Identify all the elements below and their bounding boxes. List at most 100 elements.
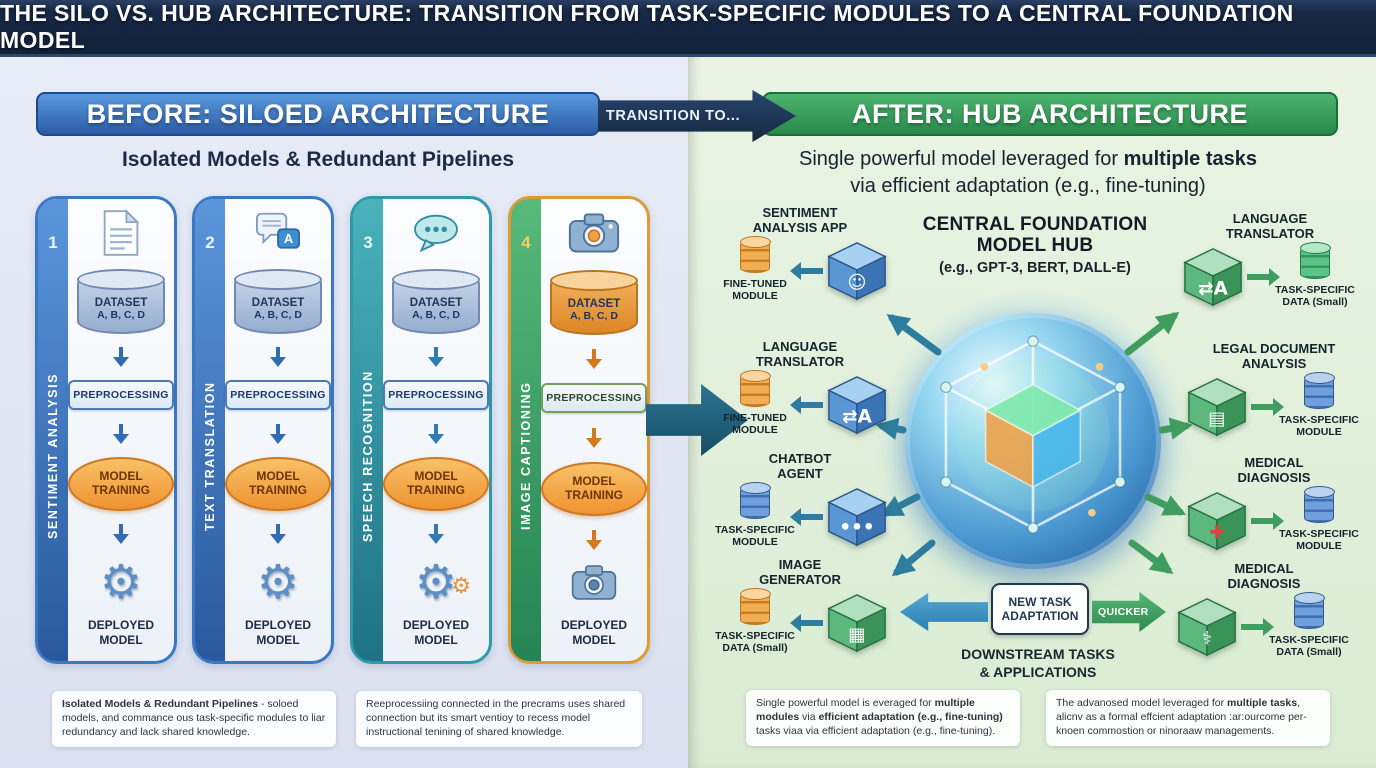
speech-bubble-icon (412, 208, 460, 258)
deployed-model-label: DEPLOYED MODEL (402, 618, 469, 647)
before-footnote-1: Isolated Models & Redundant Pipelines - … (52, 691, 336, 747)
after-footnote-2: The advanosed model leveraged for multip… (1046, 690, 1330, 746)
medical-doc-cube-icon: ⚕ (1177, 598, 1237, 657)
down-arrow-icon (276, 523, 280, 534)
down-arrow-icon (276, 423, 280, 434)
downstream-tasks-label: DOWNSTREAM TASKS & APPLICATIONS (961, 646, 1115, 680)
after-footnote-1: Single powerful model is everaged for mu… (746, 690, 1020, 746)
svg-text:☺: ☺ (847, 273, 866, 294)
pipeline-speech-recognition: 3 SPEECH RECOGNITION DATASET A, B, C, D … (350, 196, 492, 664)
title-banner: THE SILO VS. HUB ARCHITECTURE: TRANSITIO… (0, 0, 1376, 57)
down-arrow-icon (434, 423, 438, 434)
down-arrow-icon (592, 427, 596, 438)
svg-text:⚕: ⚕ (1202, 629, 1212, 650)
document-icon (101, 208, 141, 258)
model-training-oval: MODEL TRAINING (68, 456, 174, 511)
central-foundation-model-hub (905, 313, 1161, 569)
deployed-model-label: DEPLOYED MODEL (560, 618, 627, 647)
dataset-cylinder: DATASET A, B, C, D (234, 269, 322, 335)
pipeline-label: SPEECH RECOGNITION (361, 370, 375, 542)
pipeline-label: TEXT TRANSLATION (203, 381, 217, 531)
dataset-cylinder: DATASET A, B, C, D (392, 269, 480, 335)
legal-document-cube-icon: ▤ (1187, 378, 1247, 437)
arrow-left-icon (790, 262, 823, 281)
preprocessing-box: PREPROCESSING (383, 380, 489, 411)
gear-icon: ⚙ (99, 554, 143, 608)
down-arrow-icon (592, 529, 596, 540)
model-training-oval: MODEL TRAINING (383, 456, 489, 511)
hub-subtitle: (e.g., GPT-3, BERT, DALL-E) (939, 259, 1131, 276)
dataset-cylinder: DATASET A, B, C, D (77, 269, 165, 335)
pipeline-number: 1 (48, 233, 58, 252)
pipeline-label: IMAGE CAPTIONING (519, 381, 533, 531)
deployed-model-label: DEPLOYED MODEL (87, 618, 154, 647)
gear-icon: ⚙ (256, 554, 300, 608)
medical-cross-cube-icon: ✚ (1187, 492, 1247, 551)
after-subtitle-line1: Single powerful model leveraged for mult… (798, 148, 1258, 170)
gear-small-icon: ⚙ (451, 572, 472, 598)
translate-cube-icon: ⇄A (827, 376, 887, 435)
database-icon (739, 370, 771, 408)
pipeline-image-captioning: 4 IMAGE CAPTIONING DATASET A, B, C, D PR… (508, 196, 650, 664)
pipeline-band: 3 SPEECH RECOGNITION (353, 199, 383, 661)
arrow-right-icon (1251, 398, 1284, 417)
pipeline-number: 2 (205, 233, 215, 252)
before-subtitle: Isolated Models & Redundant Pipelines (121, 148, 515, 171)
after-subtitle: Single powerful model leveraged for mult… (700, 146, 1356, 200)
gear-icon: ⚙⚙ (415, 556, 471, 607)
preprocessing-box: PREPROCESSING (225, 380, 331, 411)
arrow-right-icon (1247, 268, 1280, 287)
new-task-adaptation-box: NEW TASK ADAPTATION (991, 583, 1089, 635)
pipeline-text-translation: 2 TEXT TRANSLATION A DATASET A, B, C, D … (192, 196, 334, 664)
chatbot-cube-icon: ••• (827, 488, 887, 547)
hub-title: CENTRAL FOUNDATION MODEL HUB (e.g., GPT-… (918, 214, 1152, 276)
translate-cube-icon: ⇄A (1183, 248, 1243, 307)
camera-icon (571, 564, 617, 606)
down-arrow-icon (434, 347, 438, 358)
arrow-right-icon (1251, 512, 1284, 531)
svg-text:▦: ▦ (848, 625, 865, 646)
deployed-model-label: DEPLOYED MODEL (244, 618, 311, 647)
pipeline-band: 1 SENTIMENT ANALYSIS (38, 199, 68, 661)
database-icon (1303, 372, 1335, 410)
preprocessing-box: PREPROCESSING (68, 380, 174, 411)
pipeline-band: 2 TEXT TRANSLATION (195, 199, 225, 661)
down-arrow-icon (119, 347, 123, 358)
arrow-right-icon (1241, 618, 1274, 637)
svg-text:▤: ▤ (1208, 409, 1225, 430)
after-header: AFTER: HUB ARCHITECTURE (762, 92, 1338, 136)
pipeline-label: SENTIMENT ANALYSIS (46, 372, 60, 540)
svg-text:•••: ••• (839, 518, 874, 539)
image-generator-cube-icon: ▦ (827, 594, 887, 653)
camera-icon (568, 208, 620, 258)
arrow-left-icon (790, 508, 823, 527)
svg-text:✚: ✚ (1209, 523, 1224, 544)
svg-text:⇄A: ⇄A (842, 407, 872, 428)
database-icon (739, 236, 771, 274)
after-subtitle-line2: via efficient adaptation (e.g., fine-tun… (850, 175, 1206, 197)
svg-text:A: A (284, 231, 293, 246)
hub-cube-icon (940, 335, 1126, 534)
page-title: THE SILO VS. HUB ARCHITECTURE: TRANSITIO… (0, 0, 1294, 53)
model-training-oval: MODEL TRAINING (225, 456, 331, 511)
database-icon (739, 588, 771, 626)
database-icon (1299, 242, 1331, 280)
down-arrow-icon (592, 349, 596, 360)
down-arrow-icon (119, 423, 123, 434)
down-arrow-icon (434, 523, 438, 534)
down-arrow-icon (276, 347, 280, 358)
before-header: BEFORE: SILOED ARCHITECTURE (36, 92, 600, 136)
svg-text:⇄A: ⇄A (1198, 279, 1228, 300)
dataset-cylinder: DATASET A, B, C, D (550, 270, 638, 336)
model-training-oval: MODEL TRAINING (541, 461, 647, 516)
preprocessing-box: PREPROCESSING (541, 383, 647, 414)
